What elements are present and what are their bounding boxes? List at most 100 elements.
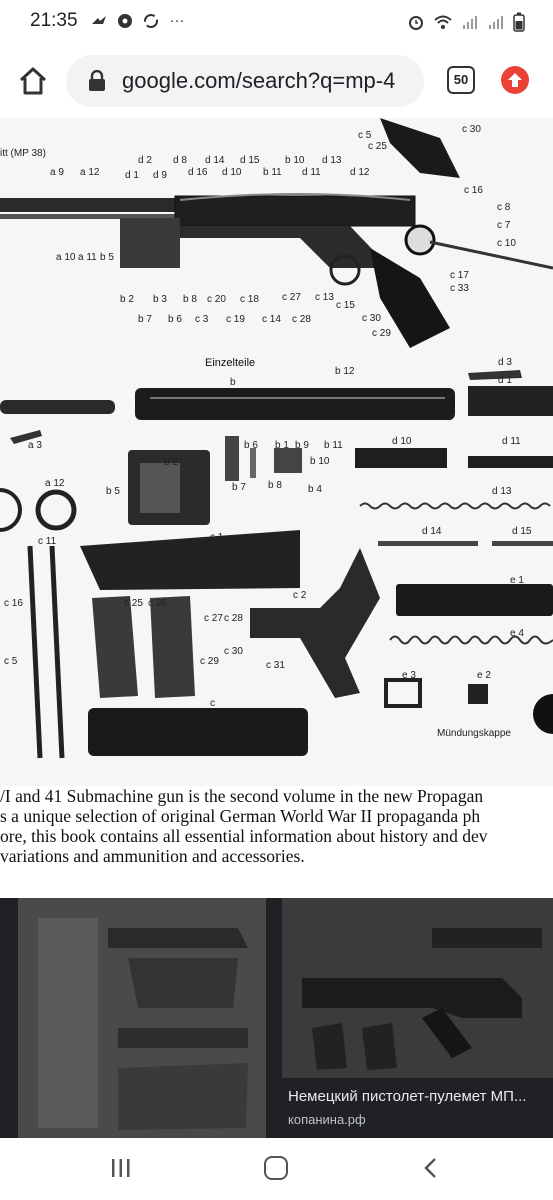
label-b: b (230, 377, 236, 388)
label-c13: c 13 (315, 292, 334, 303)
label-d9: d 9 (153, 170, 167, 181)
label-c30-mid: c 30 (362, 313, 381, 324)
label-c29-parts: c 29 (200, 656, 219, 667)
parts-row-2 (0, 430, 553, 532)
home-button[interactable] (16, 64, 50, 98)
label-d16: d 16 (188, 167, 208, 178)
label-b7-parts: b 7 (232, 482, 246, 493)
thumbnail-drawing (302, 928, 542, 1070)
label-e2: e 2 (477, 670, 491, 681)
label-d11-parts: d 11 (502, 436, 521, 447)
notification-icons: ··· (90, 12, 186, 30)
label-c30-top: c 30 (462, 124, 481, 135)
recent-apps-icon[interactable] (110, 1157, 132, 1179)
thumbnail-drawing (38, 918, 248, 1130)
caption-line: variations and ammunition and accessorie… (0, 846, 305, 866)
label-c10: c 10 (497, 238, 516, 249)
label-c28-parts: c 28 (224, 613, 243, 624)
lock-icon (89, 70, 105, 91)
label-b6: b 6 (168, 314, 182, 325)
label-c29: c 29 (372, 328, 391, 339)
status-bar: 21:35 ··· (0, 0, 553, 44)
label-e3: e 3 (402, 670, 416, 681)
parts-row-1 (0, 370, 553, 420)
label-b3: b 3 (153, 294, 167, 305)
status-time: 21:35 (30, 10, 78, 31)
label-a3: a 3 (28, 440, 42, 451)
diagram-header-label: itt (MP 38) (0, 148, 46, 159)
battery-icon (513, 12, 525, 32)
label-b5-parts: b 5 (106, 486, 120, 497)
related-images: Немецкий пистолет-пулемет МП... копанина… (0, 898, 553, 1138)
caption-line: ore, this book contains all essential in… (0, 826, 488, 846)
label-b7: b 7 (138, 314, 152, 325)
label-b10: b 10 (285, 155, 305, 166)
address-bar[interactable]: google.com/search?q=mp-4 (66, 55, 424, 107)
label-b8-parts: b 8 (268, 480, 282, 491)
label-b9: b 9 (295, 440, 309, 451)
label-d12: d 12 (350, 167, 370, 178)
label-d2: d 2 (138, 155, 152, 166)
label-c25: c 25 (368, 141, 387, 152)
label-e4: e 4 (510, 628, 524, 639)
update-button[interactable] (501, 66, 529, 94)
system-icons (407, 12, 525, 32)
label-d8: d 8 (173, 155, 187, 166)
related-image-thumbnail[interactable] (18, 898, 266, 1138)
muzzle-cap-label: Mündungskappe (437, 728, 511, 739)
label-b5: b 5 (100, 252, 114, 263)
label-a9: a 9 (50, 167, 64, 178)
label-c16-parts: c 16 (4, 598, 23, 609)
url-text: google.com/search?q=mp-4 (122, 68, 396, 93)
tab-switcher-button[interactable]: 50 (447, 66, 475, 94)
bird-icon (90, 12, 108, 30)
caption-line: s a unique selection of original German … (0, 806, 481, 826)
arrow-up-icon (508, 73, 522, 87)
label-a11: a 11 (78, 252, 97, 263)
label-b4: b 4 (308, 484, 322, 495)
label-a12-parts: a 12 (45, 478, 65, 489)
label-c28: c 28 (292, 314, 311, 325)
label-c25-parts: c 25 (124, 598, 143, 609)
wifi-icon (434, 15, 452, 29)
caption-line: /I and 41 Submachine gun is the second v… (0, 786, 484, 806)
search-result-image[interactable]: itt (MP 38) a 9 a 12 d 1 d 2 d 9 d 8 d 1… (0, 118, 553, 898)
related-image-thumbnail[interactable] (282, 898, 553, 1078)
related-result-title[interactable]: Немецкий пистолет-пулемет МП... (288, 1088, 527, 1105)
label-d11: d 11 (302, 167, 321, 178)
label-c30-parts: c 30 (224, 646, 243, 657)
label-b12: b 12 (335, 366, 355, 377)
label-e1: e 1 (510, 575, 524, 586)
parts-diagram: itt (MP 38) a 9 a 12 d 1 d 2 d 9 d 8 d 1… (0, 118, 553, 759)
label-d10: d 10 (222, 167, 242, 178)
label-d10-parts: d 10 (392, 436, 412, 447)
label-b2-parts: b 2 (164, 457, 178, 468)
home-nav-button[interactable] (264, 1156, 288, 1180)
label-b11-parts: b 11 (324, 440, 343, 451)
label-c14: c 14 (262, 314, 281, 325)
label-c15: c 15 (336, 300, 355, 311)
label-c8: c 8 (497, 202, 511, 213)
assembled-weapon-drawing (0, 118, 553, 348)
label-b11: b 11 (263, 167, 282, 178)
label-c2: c 2 (293, 590, 307, 601)
back-icon[interactable] (420, 1157, 442, 1179)
related-result-source: копанина.рф (288, 1112, 366, 1127)
soccer-ball-icon (116, 12, 134, 30)
label-c20: c 20 (207, 294, 226, 305)
label-d1-parts: d 1 (498, 375, 512, 386)
label-c17: c 17 (450, 270, 469, 281)
label-c19: c 19 (226, 314, 245, 325)
label-c26: c 26 (148, 598, 167, 609)
label-d3: d 3 (498, 357, 512, 368)
sync-icon (142, 12, 160, 30)
browser-toolbar: google.com/search?q=mp-4 50 (0, 44, 553, 118)
label-d15-parts: d 15 (512, 526, 532, 537)
label-c5: c 5 (358, 130, 372, 141)
label-b8: b 8 (183, 294, 197, 305)
label-d13-parts: d 13 (492, 486, 512, 497)
signal-icon (463, 16, 477, 29)
label-b10-parts: b 10 (310, 456, 330, 467)
label-b2: b 2 (120, 294, 134, 305)
label-c3: c 3 (195, 314, 209, 325)
